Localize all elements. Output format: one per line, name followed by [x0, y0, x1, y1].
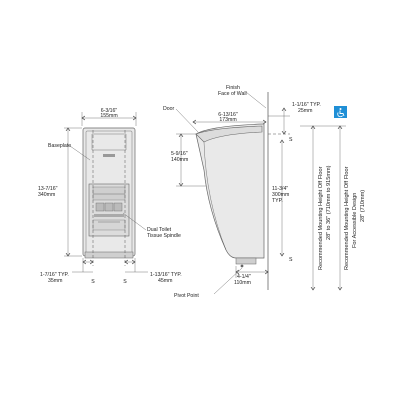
front-view: 6-3/16" 155mm Baseplate 13-7/16": [38, 108, 182, 285]
door-label: Door: [163, 106, 175, 112]
front-width-mm-label: 155mm: [100, 113, 117, 119]
spindle-offset-mm-label: 45mm: [158, 278, 172, 284]
side-depth-mm-label: 173mm: [219, 117, 236, 123]
s-mark-bottom: S: [289, 257, 293, 263]
side-depth-label: 6-13/16": [218, 112, 238, 118]
finish-label: Finish: [226, 85, 240, 91]
front-width-label: 6-3/16": [101, 108, 118, 114]
door-height-mm-label: 140mm: [171, 157, 188, 163]
center-height-typ-label: TYP.: [272, 198, 283, 204]
brand-badge: [103, 154, 115, 157]
side-view: Finish Face of Wall Door 6-13/16" 173mm …: [163, 85, 321, 299]
wall-gap-mm-label: 25mm: [298, 108, 312, 114]
mounting-heights: Recommended Mounting Height Off Floor 28…: [300, 106, 366, 290]
left-offset-mm-label: 35mm: [48, 278, 62, 284]
pivot-marker: [240, 264, 244, 268]
dual-spindle-label-1: Dual Toilet: [147, 227, 172, 233]
bottom-depth-mm-label: 110mm: [234, 280, 251, 286]
s-mark-left: S: [91, 279, 95, 285]
wall-gap-label: 1-1/16" TYP.: [292, 102, 321, 108]
dispenser-side-body: [195, 123, 265, 259]
wheelchair-icon: [334, 106, 347, 118]
baseplate-label: Baseplate: [48, 143, 71, 149]
door-height-label: 5-9/16": [171, 151, 188, 157]
center-height-mm-label: 300mm: [272, 192, 289, 198]
dual-spindle-label-2: Tissue Spindle: [147, 233, 181, 239]
front-height-mm-label: 340mm: [38, 192, 55, 198]
pivot-point-label: Pivot Point: [174, 293, 199, 299]
center-height-label: 11-3/4": [272, 186, 288, 192]
s-mark-right: S: [123, 279, 127, 285]
spindle-offset-label: 1-13/16" TYP.: [150, 272, 182, 278]
mount-height-line-2: 28" to 36" (710mm to 915mm): [326, 165, 332, 240]
left-offset-label: 1-7/16" TYP.: [40, 272, 69, 278]
access-height-line-3: 28" (710mm): [360, 190, 366, 222]
access-height-line-2: For Accessible Design: [352, 193, 358, 248]
face-of-wall-label: Face of Wall: [218, 91, 247, 97]
s-mark-top: S: [289, 137, 293, 143]
access-height-line-1: Recommended Mounting Height Off Floor: [344, 166, 350, 270]
bottom-depth-label: 4-1/4": [237, 274, 251, 280]
front-height-label: 13-7/16": [38, 186, 58, 192]
mount-height-line-1: Recommended Mounting Height Off Floor: [318, 166, 324, 270]
